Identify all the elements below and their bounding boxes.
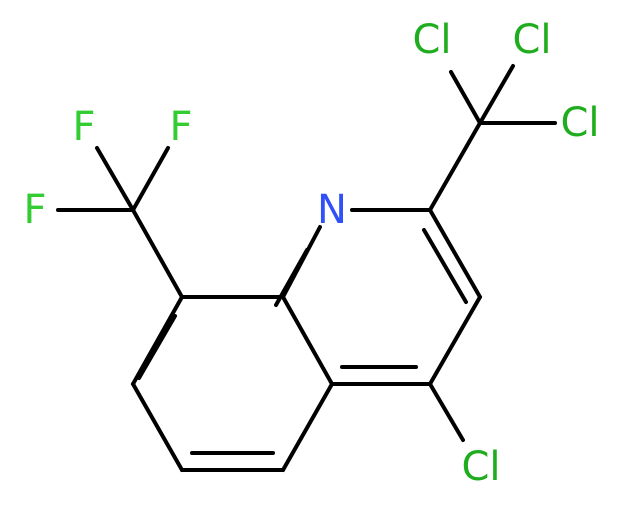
bond-c4a-c8a bbox=[281, 295, 334, 386]
bond-c8-cf3 bbox=[131, 208, 184, 299]
atom-label-chlorine-4: Cl bbox=[461, 444, 500, 490]
bond-c2-c3 bbox=[428, 208, 482, 299]
bond-c2-ccl3 bbox=[428, 121, 482, 212]
atom-label-chlorine-2: Cl bbox=[512, 17, 551, 63]
bond-cf3-f1 bbox=[95, 146, 135, 212]
bond-c7-c6 bbox=[131, 382, 184, 472]
bond-c5-c4a bbox=[281, 382, 334, 472]
atom-label-fluorine-2: F bbox=[169, 104, 192, 150]
atom-labels: N F F F Cl Cl Cl Cl bbox=[23, 17, 599, 490]
atom-label-nitrogen: N bbox=[317, 187, 347, 233]
bond-c2-c3-inner bbox=[422, 228, 468, 304]
bond-c8-c7 bbox=[131, 295, 184, 386]
atom-label-fluorine-1: F bbox=[72, 104, 95, 150]
bond-c3-c4 bbox=[428, 295, 482, 386]
atom-label-chlorine-3: Cl bbox=[560, 100, 599, 146]
bond-cf3-f2 bbox=[131, 146, 170, 212]
bond-ccl3-cl1 bbox=[449, 70, 482, 125]
bond-c8-c7-inner bbox=[137, 314, 177, 380]
atom-label-chlorine-1: Cl bbox=[412, 17, 451, 63]
atom-label-fluorine-3: F bbox=[23, 187, 46, 233]
bond-ccl3-cl2 bbox=[478, 64, 515, 125]
bond-lines bbox=[56, 64, 557, 472]
bond-c4-cl4 bbox=[428, 382, 465, 442]
